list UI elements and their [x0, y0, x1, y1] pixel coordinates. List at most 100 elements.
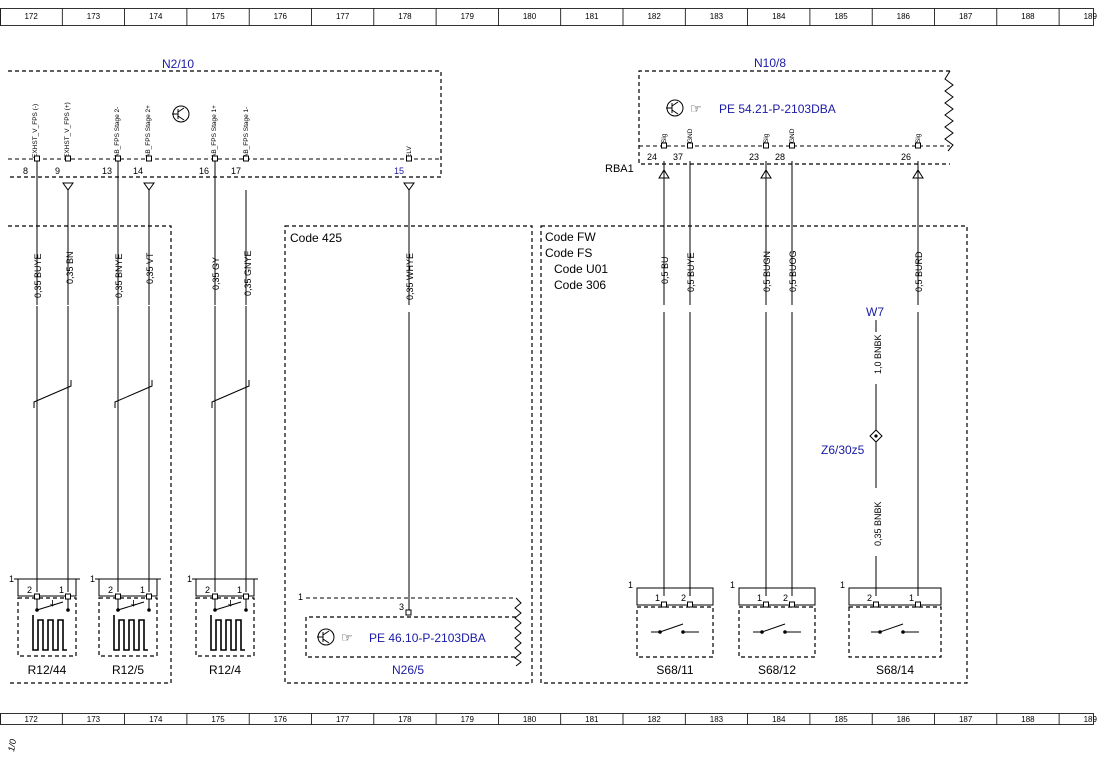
- module-n26-5-marker: 1: [298, 592, 303, 602]
- connector-rba1: RBA1: [605, 163, 634, 175]
- ruler-label: 179: [461, 12, 475, 21]
- pin-number: 1: [59, 585, 64, 595]
- pin-square: [763, 601, 769, 608]
- pin-square: [873, 601, 879, 608]
- module-n26-5-reference[interactable]: PE 46.10-P-2103DBA: [369, 631, 486, 645]
- pin-number: 2: [867, 593, 872, 603]
- code-label-fs: Code FS: [545, 246, 592, 260]
- wire-label: 1,0 BNBK: [873, 334, 883, 374]
- ruler-label: 173: [87, 715, 101, 724]
- ruler-label: 183: [710, 12, 724, 21]
- switch-contact-icon: [753, 623, 801, 633]
- pin-number: 3: [399, 602, 404, 612]
- contact-dot: [244, 608, 248, 612]
- contact-dot: [35, 608, 39, 612]
- contact-dot: [681, 630, 685, 634]
- pin-number: 2: [205, 585, 210, 595]
- ruler-label: 177: [336, 715, 350, 724]
- pin-square: [405, 609, 412, 616]
- ruler-label: 178: [398, 12, 412, 21]
- ruler-label: 175: [211, 715, 225, 724]
- contact-dot: [878, 630, 882, 634]
- pin-square: [243, 155, 249, 162]
- connector-arrow-icon: [403, 182, 415, 191]
- ruler-label: 183: [710, 715, 724, 724]
- ruler-label: 175: [211, 12, 225, 21]
- ruler-label: 189: [1084, 715, 1098, 724]
- wire-label: 0,35 VT: [145, 252, 155, 284]
- switch-body: [636, 606, 714, 658]
- pin-square: [34, 593, 40, 600]
- pin-square: [406, 155, 412, 162]
- pin-square: [763, 142, 769, 149]
- ruler-label: 178: [398, 715, 412, 724]
- switch-connector: [738, 587, 816, 606]
- pin-square: [34, 155, 40, 162]
- pin-square: [146, 155, 152, 162]
- splice-dot: [874, 434, 878, 438]
- ruler-label: 180: [523, 715, 537, 724]
- sensor-body: [195, 597, 255, 657]
- pin-number: 1: [909, 593, 914, 603]
- contact-dot: [147, 608, 151, 612]
- code-box-left: [8, 225, 172, 684]
- pin-square: [687, 142, 693, 149]
- sensor-marker: 1: [90, 574, 95, 584]
- pin-square: [146, 593, 152, 600]
- transistor-icon: [317, 628, 335, 646]
- ground-point-w7[interactable]: W7: [866, 305, 884, 319]
- ruler-label: 181: [585, 715, 599, 724]
- pin-square: [915, 142, 921, 149]
- signal-sig: Sig: [915, 133, 922, 143]
- pin-square: [65, 155, 71, 162]
- heating-element-icon: [113, 615, 148, 651]
- sensor-connector: [98, 578, 158, 597]
- module-n10-8-title: N10/8: [754, 56, 786, 70]
- wire-label: 0,35 GY: [211, 257, 221, 290]
- ruler-label: 181: [585, 12, 599, 21]
- arrow-icon: [50, 600, 55, 607]
- wires: [33, 161, 919, 610]
- arrow-icon: [228, 600, 233, 607]
- pin-number: 15: [394, 166, 404, 176]
- pin-square: [789, 601, 795, 608]
- signal-gnd: GND: [687, 128, 694, 143]
- wire-label: 0,5 BURD: [914, 251, 924, 292]
- wire-label: 0,35 BNBK: [873, 501, 883, 546]
- switch-connector: [636, 587, 714, 606]
- ruler-label: 174: [149, 12, 163, 21]
- code-label-u01: Code U01: [554, 262, 608, 276]
- arrow-icon: [131, 600, 136, 607]
- signal-ab-fps-stage2-minus: AB_FPS Stage 2-: [114, 107, 121, 158]
- signal-ab-fps-stage1-plus: AB_FPS Stage 1+: [211, 105, 218, 158]
- pin-number: 1: [237, 585, 242, 595]
- wire-label: 0,5 BU: [660, 256, 670, 284]
- code-label-425: Code 425: [290, 231, 342, 245]
- switch-connector: [848, 587, 942, 606]
- pin-square: [243, 593, 249, 600]
- module-n10-8-reference[interactable]: PE 54.21-P-2103DBA: [719, 102, 836, 116]
- wire-label: 0,35 BUYE: [33, 253, 43, 298]
- pin-number: 26: [901, 152, 911, 162]
- switch-contact-icon: [651, 623, 699, 633]
- contact-dot: [901, 630, 905, 634]
- splice-z6-30z5[interactable]: Z6/30z5: [821, 443, 865, 457]
- wire-label: 0,5 BUOG: [788, 250, 798, 292]
- connector-arrow-icon: [62, 182, 74, 191]
- ruler-label: 177: [336, 12, 350, 21]
- contact-dot: [213, 608, 217, 612]
- wire-label: 0,5 BUGN: [762, 251, 772, 292]
- contact-dot: [658, 630, 662, 634]
- signal-ab-fps-stage2-plus: AB_FPS Stage 2+: [145, 105, 152, 158]
- transistor-icon: [666, 99, 684, 117]
- heating-element-icon: [32, 615, 67, 651]
- pin-number: 24: [647, 152, 657, 162]
- pin-square: [212, 155, 218, 162]
- module-n26-5-title: N26/5: [392, 663, 424, 677]
